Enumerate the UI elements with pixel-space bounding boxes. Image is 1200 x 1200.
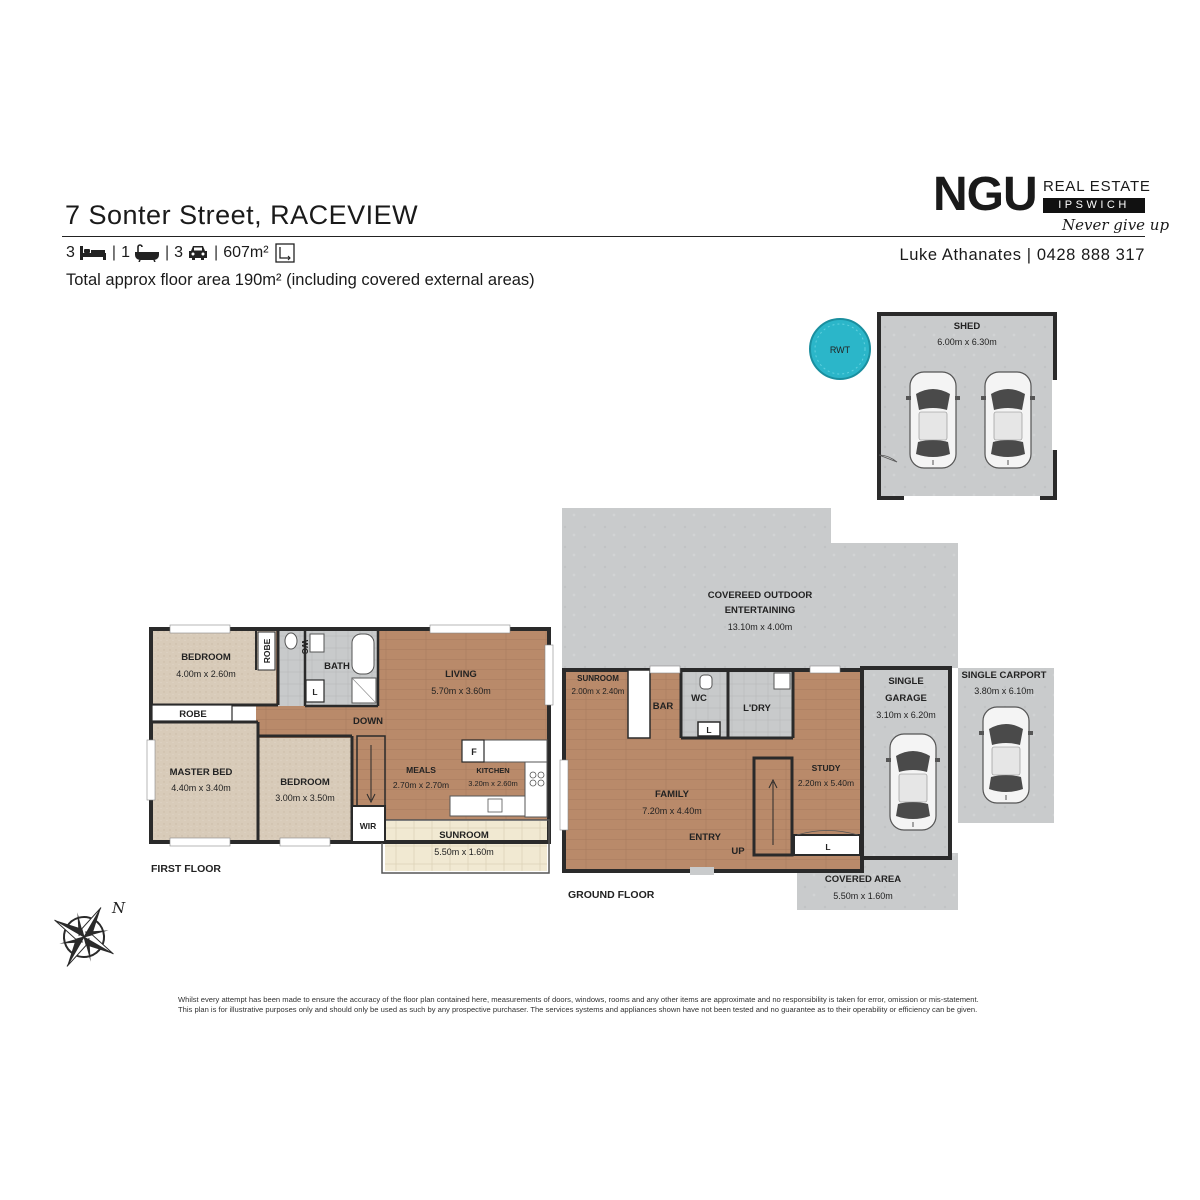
shed-name: SHED (954, 321, 981, 332)
meals-size: 2.70m x 2.70m (393, 780, 449, 790)
land-area-icon (274, 243, 295, 263)
compass-icon (54, 907, 114, 967)
bar-label: BAR (653, 701, 674, 712)
outdoor-name-2: ENTERTAINING (725, 605, 796, 616)
bedroom1-size: 4.00m x 2.60m (176, 669, 236, 679)
gf-sunroom-name: SUNROOM (577, 674, 619, 683)
gf-linen-1: L (706, 725, 711, 735)
master-name: MASTER BED (170, 767, 233, 778)
outdoor-name-1: COVEREED OUTDOOR (708, 590, 813, 601)
car-icon (189, 246, 208, 260)
brand-line2: IPSWICH (1043, 198, 1145, 213)
shed-car-2 (980, 371, 1036, 469)
carport-size: 3.80m x 6.10m (974, 686, 1034, 696)
gf-sunroom-size: 2.00m x 2.40m (572, 687, 625, 696)
garage-name-2: GARAGE (885, 693, 927, 704)
bedroom1-name: BEDROOM (181, 652, 231, 663)
down-label: DOWN (353, 716, 383, 727)
outdoor-size: 13.10m x 4.00m (728, 622, 793, 632)
compass-north: N (111, 899, 126, 917)
bath-label: BATH (324, 661, 350, 672)
family-name: FAMILY (655, 789, 690, 800)
disclaimer-line2: This plan is for illustrative purposes o… (178, 1005, 978, 1014)
baths-count: 1 (121, 244, 130, 261)
ground-floor-label: GROUND FLOOR (568, 889, 655, 901)
garage-car (885, 733, 941, 831)
property-stats: 3 | 1 | 3 | 607m² (66, 243, 295, 263)
first-floor: BEDROOM 4.00m x 2.60m ROBE WC BATH L LIV… (146, 624, 554, 875)
land-size: 607m² (223, 244, 269, 261)
up-label: UP (731, 846, 745, 857)
agent-contact: Luke Athanates | 0428 888 317 (899, 246, 1145, 264)
fridge-label: F (471, 747, 477, 757)
kitchen-size: 3.20m x 2.60m (468, 779, 518, 788)
study-name: STUDY (812, 763, 841, 773)
total-floor-area: Total approx floor area 190m² (including… (66, 271, 535, 289)
robe2-label: ROBE (179, 709, 206, 720)
living-size: 5.70m x 3.60m (431, 686, 491, 696)
gf-wc-label: WC (691, 693, 707, 704)
gf-linen-2: L (825, 842, 830, 852)
beds-count: 3 (66, 244, 75, 261)
master-size: 4.40m x 3.40m (171, 783, 231, 793)
bedroom2-size: 3.00m x 3.50m (275, 793, 335, 803)
disclaimer-line1: Whilst every attempt has been made to en… (178, 995, 979, 1004)
first-floor-label: FIRST FLOOR (151, 863, 221, 875)
brand-logo: NGU (933, 168, 1038, 221)
garage-size: 3.10m x 6.20m (876, 710, 936, 720)
family-size: 7.20m x 4.40m (642, 806, 702, 816)
shed-size: 6.00m x 6.30m (937, 337, 997, 347)
wir-label: WIR (360, 821, 377, 831)
robe1-label: ROBE (262, 638, 272, 663)
carport-name: SINGLE CARPORT (962, 670, 1047, 681)
ground-floor: COVEREED OUTDOOR ENTERTAINING 13.10m x 4… (559, 508, 1054, 910)
bath-icon (134, 244, 159, 262)
ff-sunroom-name: SUNROOM (439, 830, 489, 841)
bedroom2-name: BEDROOM (280, 777, 330, 788)
laundry-label: L'DRY (743, 703, 771, 714)
covered-name: COVERED AREA (825, 874, 901, 885)
cars-count: 3 (174, 244, 184, 261)
covered-size: 5.50m x 1.60m (833, 891, 893, 901)
ff-linen-label: L (312, 687, 317, 697)
shed: SHED 6.00m x 6.30m (877, 312, 1058, 500)
shed-car-1 (905, 371, 961, 469)
rainwater-tank: RWT (809, 318, 871, 380)
brand-line1: REAL ESTATE (1043, 178, 1151, 195)
kitchen-name: KITCHEN (476, 766, 509, 775)
living-name: LIVING (445, 669, 477, 680)
header-rule (62, 236, 1145, 237)
study-size: 2.20m x 5.40m (798, 778, 854, 788)
entry-label: ENTRY (689, 832, 722, 843)
ff-wc-label: WC (300, 640, 310, 654)
carport-car (978, 706, 1034, 804)
ff-sunroom-size: 5.50m x 1.60m (434, 847, 494, 857)
tank-label: RWT (830, 345, 851, 355)
meals-name: MEALS (406, 765, 436, 775)
disclaimer: Whilst every attempt has been made to en… (178, 995, 1048, 1015)
bed-icon (79, 246, 106, 260)
garage-name-1: SINGLE (888, 676, 923, 687)
brand-tagline: Never give up (1062, 216, 1170, 234)
property-address: 7 Sonter Street, RACEVIEW (65, 200, 419, 230)
